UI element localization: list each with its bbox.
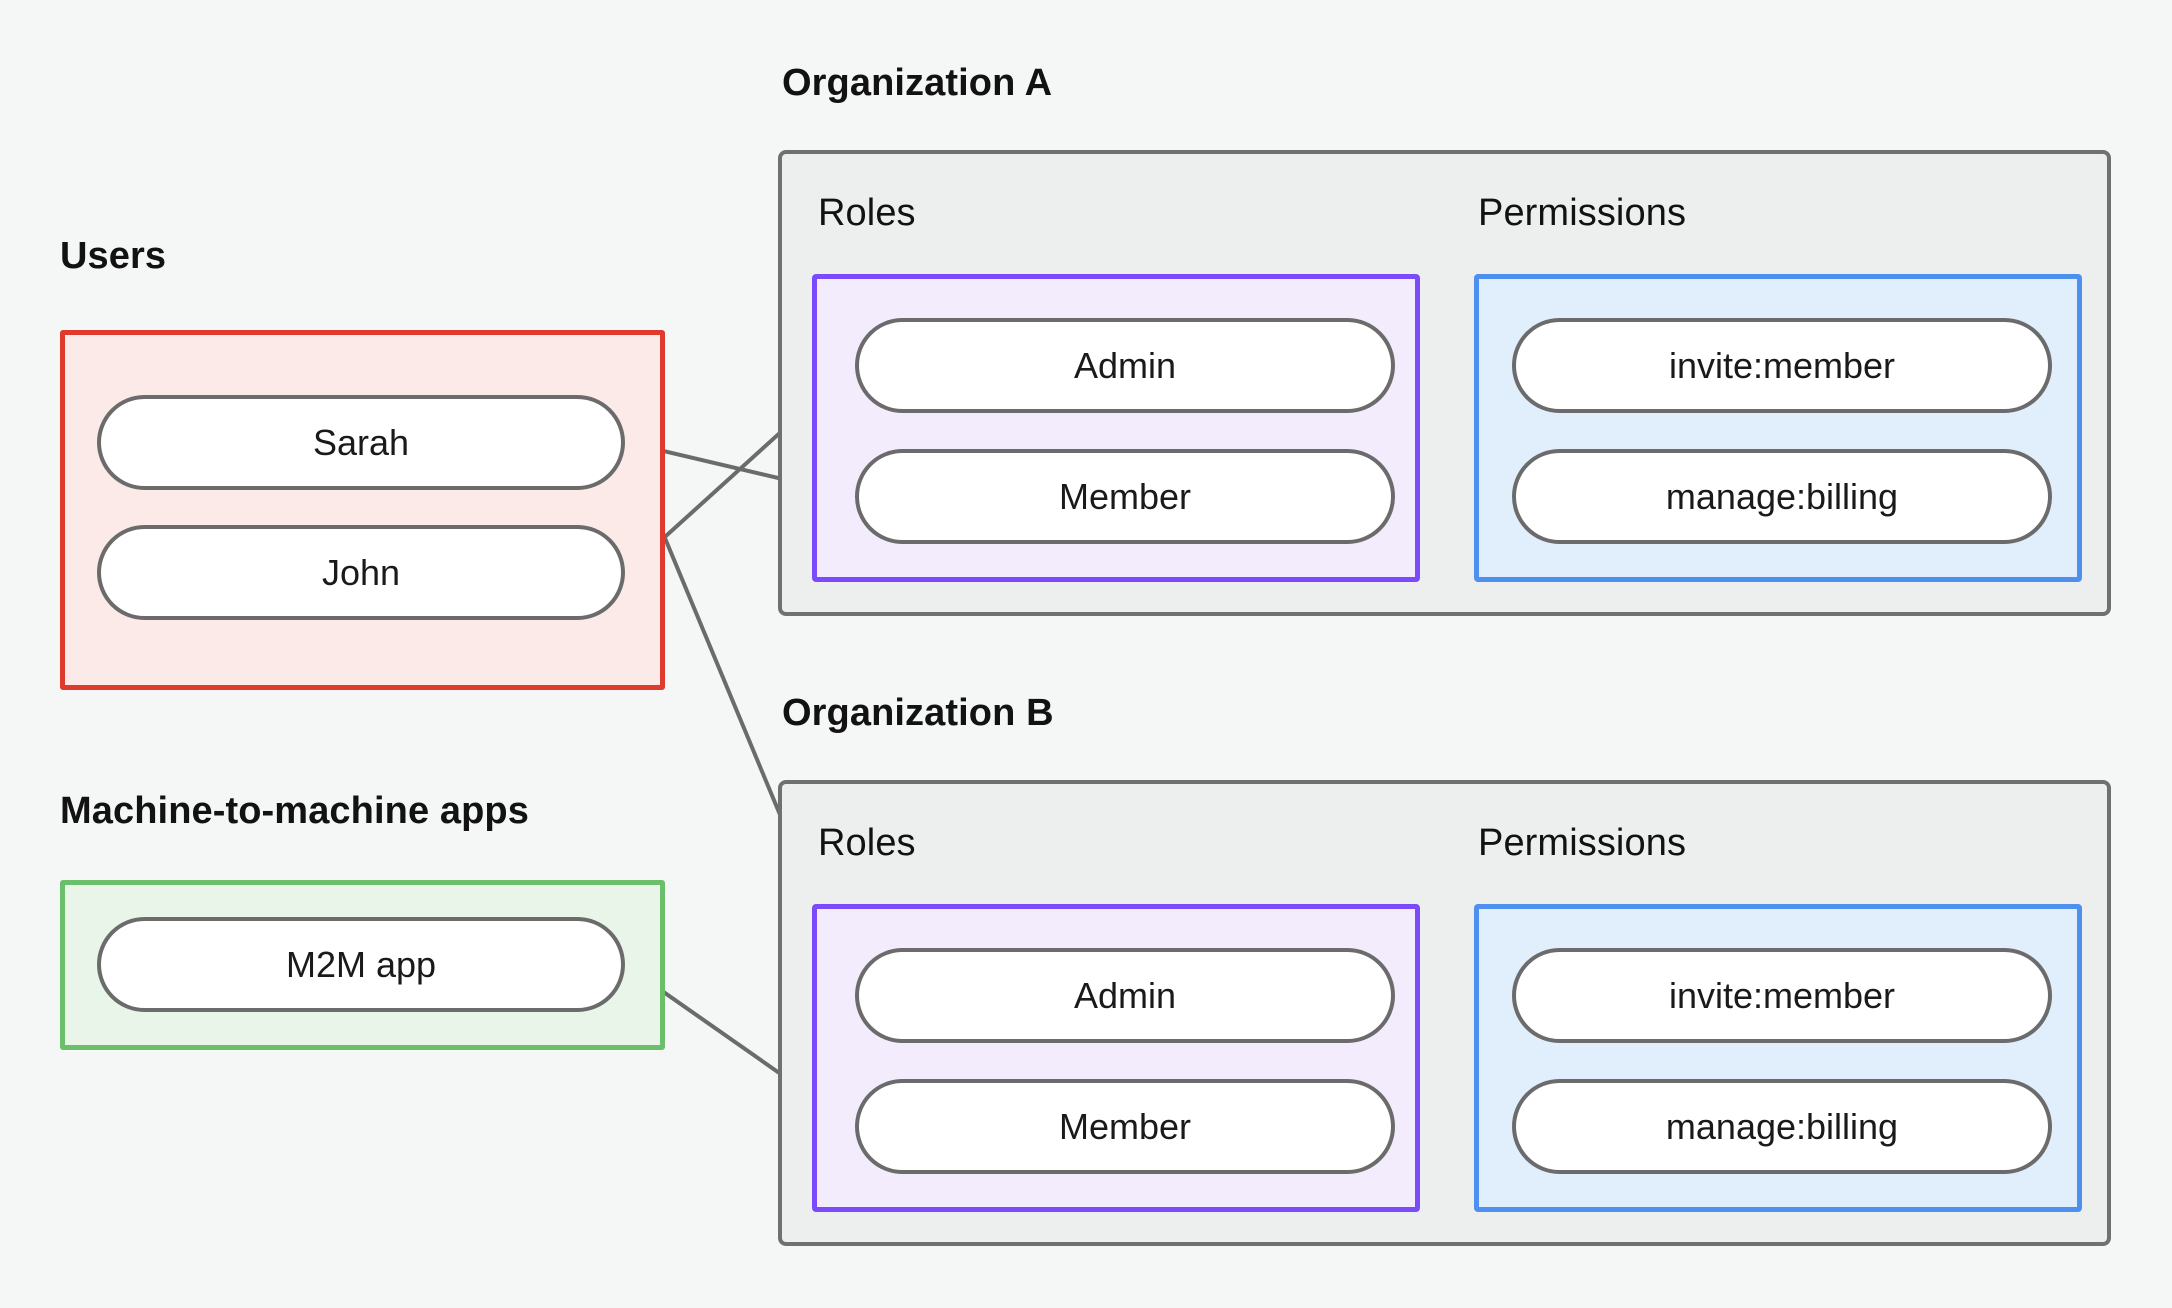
organization-a-role-admin[interactable]: Admin: [855, 318, 1395, 413]
organization-b-permission-invite-member[interactable]: invite:member: [1512, 948, 2052, 1043]
m2m-section-caption: Machine-to-machine apps: [60, 790, 529, 832]
organization-a-roles-caption: Roles: [818, 192, 916, 234]
users-section-caption: Users: [60, 235, 167, 277]
user-node-sarah[interactable]: Sarah: [97, 395, 625, 490]
organization-a-permission-invite-member[interactable]: invite:member: [1512, 318, 2052, 413]
organization-b-role-admin[interactable]: Admin: [855, 948, 1395, 1043]
organization-b-role-member[interactable]: Member: [855, 1079, 1395, 1174]
organization-b-roles-caption: Roles: [818, 822, 916, 864]
organization-a-permission-manage-billing[interactable]: manage:billing: [1512, 449, 2052, 544]
organization-b-permissions-caption: Permissions: [1478, 822, 1687, 864]
organization-a-permissions-caption: Permissions: [1478, 192, 1687, 234]
m2m-node-app[interactable]: M2M app: [97, 917, 625, 1012]
organization-a-caption: Organization A: [782, 62, 1053, 104]
organization-a-role-member[interactable]: Member: [855, 449, 1395, 544]
organization-b-caption: Organization B: [782, 692, 1054, 734]
organization-b-permission-manage-billing[interactable]: manage:billing: [1512, 1079, 2052, 1174]
user-node-john[interactable]: John: [97, 525, 625, 620]
users-group-box: [60, 330, 665, 690]
